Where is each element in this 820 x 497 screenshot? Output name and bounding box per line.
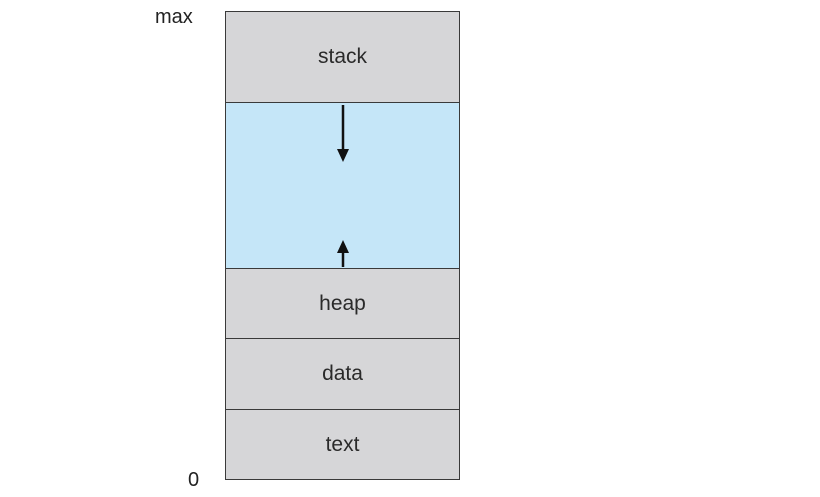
max-address-label: max bbox=[155, 6, 193, 28]
growth-arrows bbox=[337, 105, 349, 267]
heap-segment: heap bbox=[226, 268, 459, 338]
heap-label: heap bbox=[319, 291, 366, 315]
text-label: text bbox=[325, 432, 360, 456]
text-segment: text bbox=[226, 409, 459, 479]
data-segment: data bbox=[226, 338, 459, 409]
zero-address-label: 0 bbox=[188, 469, 200, 491]
stack-label: stack bbox=[317, 45, 367, 68]
data-label: data bbox=[322, 362, 363, 385]
free-space-segment bbox=[226, 102, 459, 268]
process-memory-layout: stack heap data text bbox=[225, 11, 460, 480]
heap-grows-up-arrow bbox=[337, 240, 349, 267]
stack-segment: stack bbox=[226, 12, 459, 102]
stack-grows-down-arrow bbox=[337, 105, 349, 162]
